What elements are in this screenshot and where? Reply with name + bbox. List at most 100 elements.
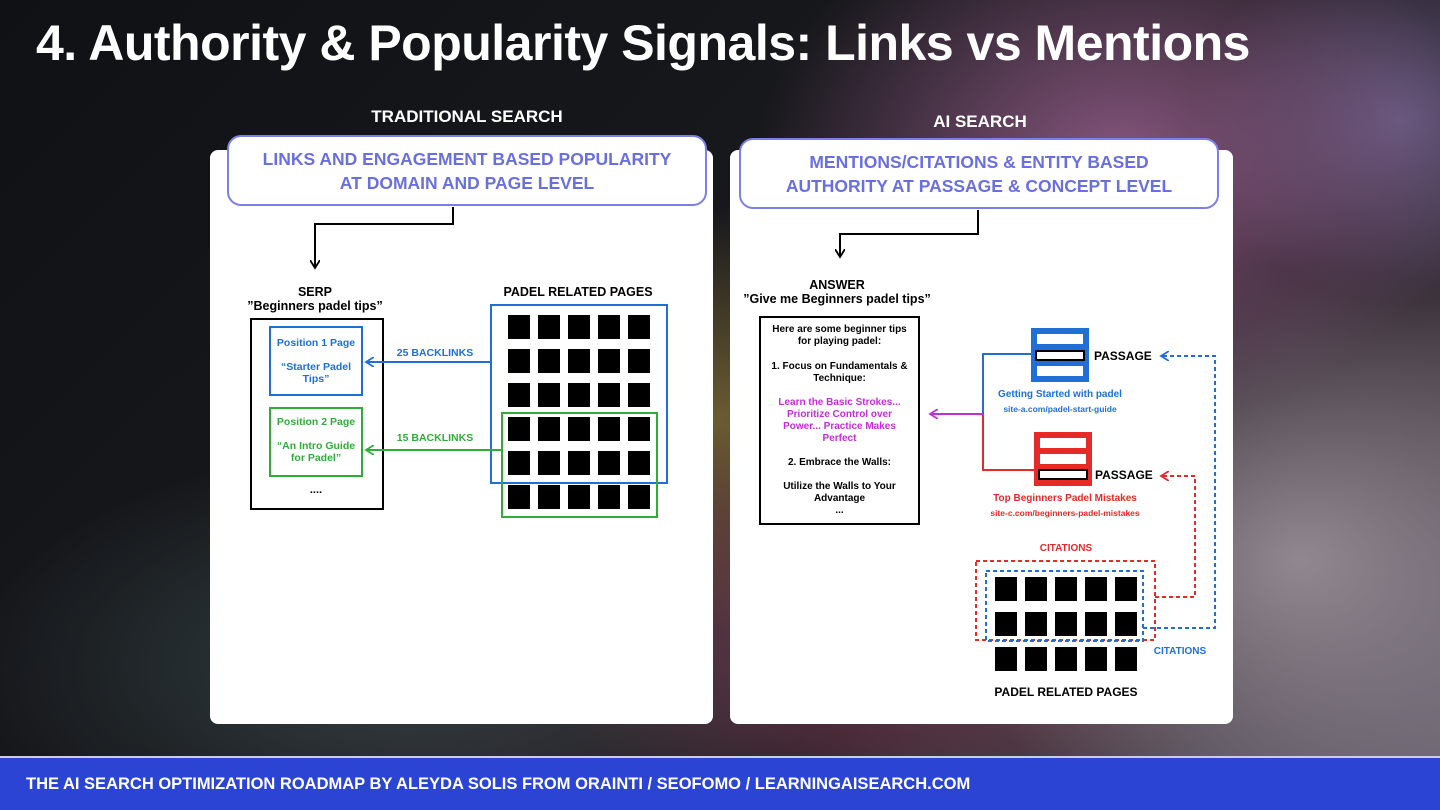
traditional-callout-line-1: LINKS AND ENGAGEMENT BASED POPULARITY	[262, 148, 672, 169]
blue-passage-document	[1031, 328, 1089, 382]
page-square	[538, 485, 560, 509]
red-passage-url: site-c.com/beginners-padel-mistakes	[990, 508, 1140, 518]
slide-title: 4. Authority & Popularity Signals: Links…	[36, 15, 1251, 71]
position-1-title-line-1: “Starter Padel	[280, 361, 352, 373]
traditional-search-heading: TRADITIONAL SEARCH	[371, 107, 563, 126]
answer-highlight-line-4: Perfect	[822, 433, 857, 444]
backlinks-15-label: 15 BACKLINKS	[396, 432, 474, 444]
serp-title: SERP	[297, 285, 333, 299]
page-square	[1025, 612, 1047, 636]
ai-search-heading: AI SEARCH	[933, 112, 1027, 131]
answer-intro-line-1: Here are some beginner tips	[772, 324, 907, 335]
position-2-page	[269, 407, 363, 477]
page-square	[598, 315, 620, 339]
red-passage-title: Top Beginners Padel Mistakes	[993, 493, 1137, 504]
page-square	[628, 349, 650, 373]
page-square	[568, 349, 590, 373]
serp-box	[250, 318, 384, 510]
answer-intro-line-2: for playing padel:	[797, 336, 882, 347]
page-square	[508, 451, 530, 475]
serp-ellipsis: ....	[309, 484, 323, 496]
footer-bar: THE AI SEARCH OPTIMIZATION ROADMAP BY AL…	[0, 756, 1440, 810]
page-square	[598, 417, 620, 441]
page-square	[538, 315, 560, 339]
position-1-title-line-2: Tips”	[302, 373, 330, 385]
answer-title: ANSWER	[809, 278, 865, 292]
page-square	[1115, 647, 1137, 671]
page-square	[628, 417, 650, 441]
page-square	[568, 383, 590, 407]
page-square	[568, 315, 590, 339]
answer-point-1-line-1: 1. Focus on Fundamentals &	[771, 361, 908, 372]
ai-callout-line-1: MENTIONS/CITATIONS & ENTITY BASED	[809, 151, 1149, 172]
position-2-title-line-2: for Padel”	[290, 452, 342, 464]
green-linking-pages-frame	[501, 412, 658, 518]
blue-passage-label: PASSAGE	[1094, 349, 1152, 363]
traditional-callout: LINKS AND ENGAGEMENT BASED POPULARITY AT…	[227, 135, 707, 206]
page-square	[598, 451, 620, 475]
blue-linking-pages-frame	[490, 304, 668, 484]
page-square	[1085, 612, 1107, 636]
page-square	[628, 485, 650, 509]
red-doc-highlight	[1038, 469, 1088, 480]
page-square	[1115, 577, 1137, 601]
blue-passage-url: site-a.com/padel-start-guide	[1003, 404, 1117, 414]
page-square	[1055, 612, 1077, 636]
page-square	[538, 451, 560, 475]
blue-doc-line	[1037, 334, 1083, 344]
answer-highlight-line-1: Learn the Basic Strokes...	[778, 397, 901, 408]
position-2-label: Position 2 Page	[276, 416, 356, 428]
backlinks-25-label: 25 BACKLINKS	[396, 347, 474, 359]
page-square	[508, 315, 530, 339]
page-square	[995, 647, 1017, 671]
answer-box	[759, 316, 920, 525]
page-square	[1055, 647, 1077, 671]
ai-pages-title: PADEL RELATED PAGES	[994, 685, 1138, 699]
blue-doc-line	[1037, 366, 1083, 376]
page-square	[1085, 647, 1107, 671]
page-square	[568, 485, 590, 509]
answer-ellipsis: ...	[835, 505, 844, 516]
answer-highlight-line-2: Prioritize Control over	[786, 409, 892, 420]
citations-blue-label: CITATIONS	[1153, 646, 1207, 657]
page-square	[508, 417, 530, 441]
citations-red-label: CITATIONS	[1039, 543, 1093, 554]
page-square	[1025, 647, 1047, 671]
page-square	[598, 383, 620, 407]
answer-point-2-line-2: Advantage	[813, 493, 866, 504]
page-square	[995, 612, 1017, 636]
page-square	[1055, 577, 1077, 601]
page-square	[538, 417, 560, 441]
red-passage-document	[1034, 432, 1092, 486]
answer-point-2: 2. Embrace the Walls:	[788, 457, 891, 468]
page-square	[538, 383, 560, 407]
answer-point-2-line-1: Utilize the Walls to Your	[783, 481, 896, 492]
ai-callout-line-2: AUTHORITY AT PASSAGE & CONCEPT LEVEL	[785, 175, 1173, 196]
page-square	[508, 383, 530, 407]
page-square	[568, 417, 590, 441]
page-square	[628, 383, 650, 407]
page-square	[1025, 577, 1047, 601]
page-square	[568, 451, 590, 475]
page-square	[508, 485, 530, 509]
footer-credit: THE AI SEARCH OPTIMIZATION ROADMAP BY AL…	[26, 775, 971, 793]
page-square	[508, 349, 530, 373]
red-doc-line	[1040, 438, 1086, 448]
traditional-pages-title: PADEL RELATED PAGES	[503, 285, 653, 299]
page-square	[598, 485, 620, 509]
red-doc-line	[1040, 454, 1086, 464]
position-1-page	[269, 326, 363, 396]
page-square	[1115, 612, 1137, 636]
position-2-title-line-1: “An Intro Guide	[276, 440, 356, 452]
answer-point-1-line-2: Technique:	[813, 373, 866, 384]
page-square	[628, 315, 650, 339]
page-square	[628, 451, 650, 475]
answer-query: ”Give me Beginners padel tips”	[743, 292, 931, 306]
page-square	[538, 349, 560, 373]
traditional-callout-line-2: AT DOMAIN AND PAGE LEVEL	[339, 172, 595, 193]
page-square	[598, 349, 620, 373]
blue-doc-highlight	[1035, 350, 1085, 361]
blue-passage-title: Getting Started with padel	[998, 389, 1122, 400]
red-passage-label: PASSAGE	[1095, 468, 1153, 482]
answer-highlight-line-3: Power... Practice Makes	[783, 421, 896, 432]
